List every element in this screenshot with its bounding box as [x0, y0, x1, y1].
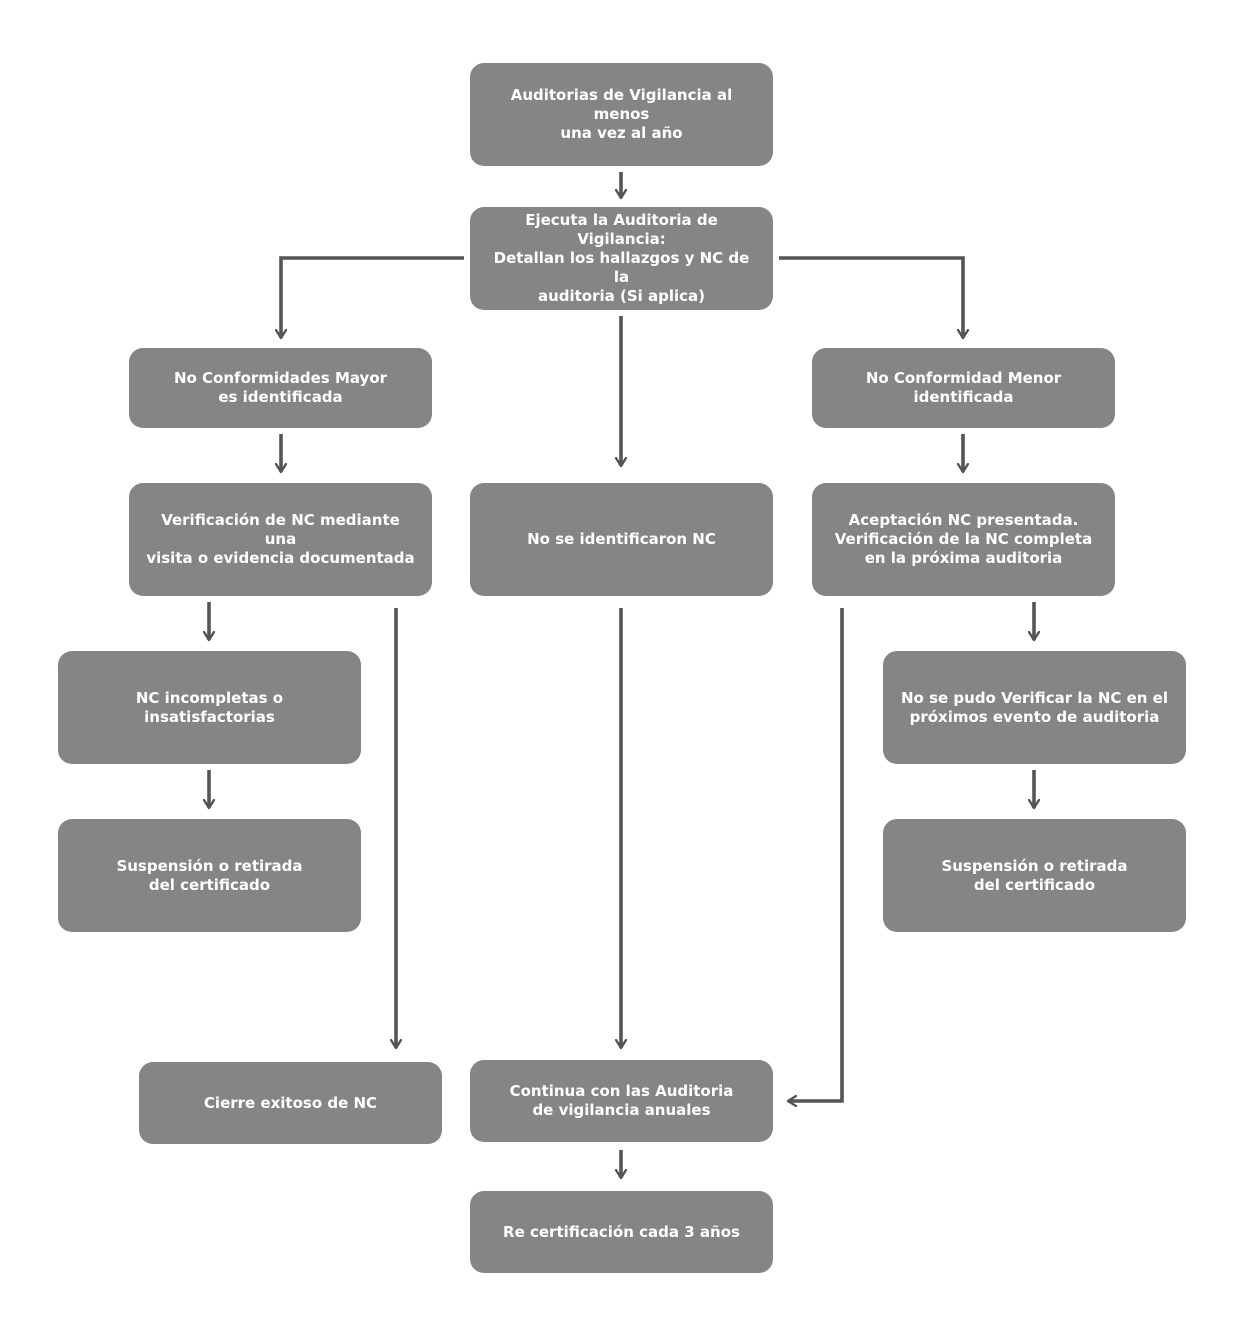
node-no-nc-identified: No se identificaron NC [470, 483, 773, 596]
node-nc-acceptance: Aceptación NC presentada.Verificación de… [812, 483, 1115, 596]
arrow-execute-to-minor-nc [779, 256, 963, 338]
arrow-execute-to-major-nc [281, 256, 464, 338]
arrow-acceptance-to-continue [788, 608, 844, 1101]
node-successful-closure: Cierre exitoso de NC [139, 1062, 442, 1144]
node-recertification: Re certificación cada 3 años [470, 1191, 773, 1273]
node-nc-incomplete: NC incompletas o insatisfactorias [58, 651, 361, 764]
node-execute-audit: Ejecuta la Auditoria de Vigilancia:Detal… [470, 207, 773, 310]
